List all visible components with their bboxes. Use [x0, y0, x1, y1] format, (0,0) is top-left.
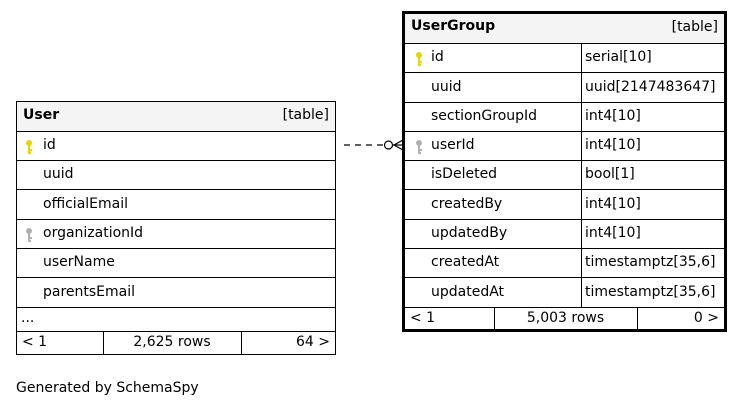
- foreign-key-icon: [416, 140, 422, 154]
- children-count[interactable]: 0 >: [693, 310, 719, 326]
- column-name: id: [431, 49, 444, 65]
- row-count: 5,003 rows: [526, 310, 605, 326]
- column-row[interactable]: organizationId: [17, 219, 335, 248]
- primary-key-icon: [416, 52, 422, 66]
- column-type: bool[1]: [585, 166, 635, 182]
- column-row[interactable]: createdBy int4[10]: [405, 189, 724, 219]
- generator-credit: Generated by SchemaSpy: [16, 380, 199, 396]
- row-count: 2,625 rows: [133, 334, 211, 350]
- column-row[interactable]: officialEmail: [17, 189, 335, 219]
- column-type: int4[10]: [585, 196, 641, 212]
- children-count[interactable]: 64 >: [296, 334, 330, 350]
- column-name: userId: [431, 137, 475, 153]
- table-stats-row: < 1 5,003 rows 0 >: [405, 307, 724, 329]
- column-name: uuid: [43, 166, 74, 182]
- column-type: int4[10]: [585, 108, 641, 124]
- table-kind: [table]: [282, 107, 329, 123]
- column-row[interactable]: updatedAt timestamptz[35,6]: [405, 277, 724, 307]
- column-row[interactable]: userId int4[10]: [405, 131, 724, 160]
- ellipsis: ...: [21, 310, 35, 326]
- column-name: createdAt: [431, 254, 500, 270]
- column-type: timestamptz[35,6]: [585, 254, 716, 270]
- table-header: User [table]: [17, 102, 335, 131]
- column-row[interactable]: sectionGroupId int4[10]: [405, 102, 724, 131]
- column-name: userName: [43, 254, 115, 270]
- crowfoot-many-marker: [392, 139, 404, 151]
- column-type: uuid[2147483647]: [585, 79, 716, 95]
- column-type: timestamptz[35,6]: [585, 284, 716, 300]
- column-row[interactable]: updatedBy int4[10]: [405, 219, 724, 248]
- column-name: id: [43, 137, 56, 153]
- column-row[interactable]: userName: [17, 248, 335, 277]
- primary-key-icon: [26, 140, 32, 154]
- column-row[interactable]: uuid: [17, 160, 335, 189]
- table-header: UserGroup [table]: [405, 14, 724, 43]
- usergroup-table[interactable]: UserGroup [table] id serial[10] uuid uui…: [402, 11, 727, 332]
- zero-optional-marker: [383, 140, 394, 150]
- column-row[interactable]: createdAt timestamptz[35,6]: [405, 248, 724, 277]
- foreign-key-icon: [26, 228, 32, 242]
- column-name: isDeleted: [431, 166, 498, 182]
- column-type: int4[10]: [585, 225, 641, 241]
- column-type: int4[10]: [585, 137, 641, 153]
- column-row[interactable]: uuid uuid[2147483647]: [405, 72, 724, 102]
- column-row[interactable]: id serial[10]: [405, 43, 724, 72]
- table-name: UserGroup: [411, 18, 496, 34]
- parents-count[interactable]: < 1: [22, 334, 48, 350]
- user-table[interactable]: User [table] id uuid officialEmail organ…: [16, 101, 336, 355]
- column-name: officialEmail: [43, 196, 128, 212]
- parents-count[interactable]: < 1: [410, 310, 436, 326]
- column-name: parentsEmail: [43, 284, 136, 300]
- column-row[interactable]: isDeleted bool[1]: [405, 160, 724, 189]
- column-type: serial[10]: [585, 49, 652, 65]
- column-name: sectionGroupId: [431, 108, 538, 124]
- column-name: updatedBy: [431, 225, 508, 241]
- column-name: uuid: [431, 79, 462, 95]
- column-name: organizationId: [43, 225, 144, 241]
- column-name: updatedAt: [431, 284, 505, 300]
- table-name: User: [23, 107, 60, 123]
- column-row[interactable]: id: [17, 131, 335, 160]
- table-stats-row: < 1 2,625 rows 64 >: [17, 331, 335, 354]
- column-name: createdBy: [431, 196, 503, 212]
- column-row[interactable]: parentsEmail: [17, 277, 335, 307]
- more-columns-row[interactable]: ...: [17, 307, 335, 331]
- table-kind: [table]: [671, 19, 718, 35]
